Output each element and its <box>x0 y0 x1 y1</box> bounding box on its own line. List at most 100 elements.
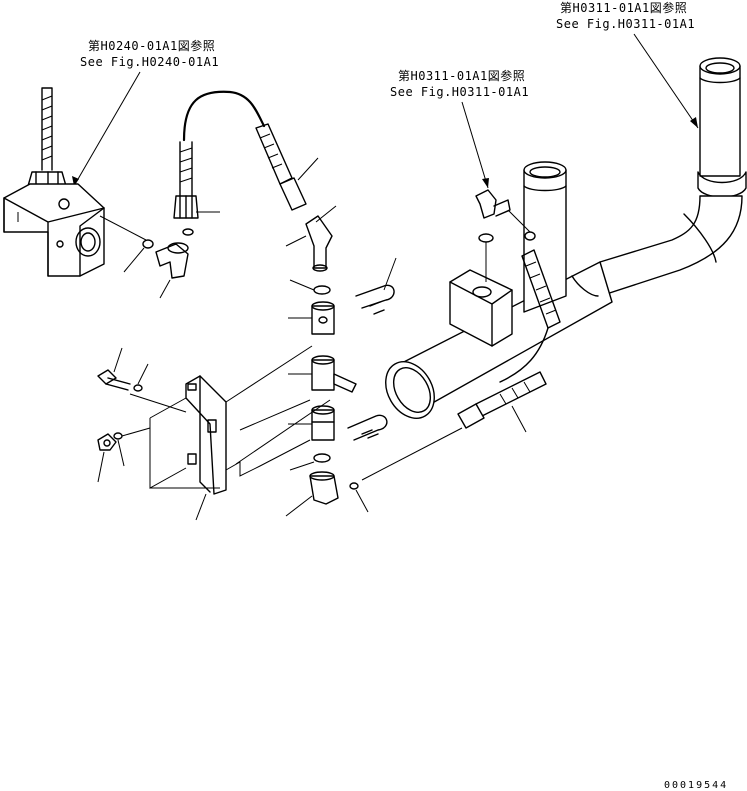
elbow-bottom-leader <box>285 495 313 517</box>
coupling-3 <box>311 409 335 441</box>
drawing-number: 00019544 <box>664 780 728 791</box>
leader-fitting <box>461 101 489 189</box>
hose-nut-left-flats <box>179 195 193 219</box>
nipple-top-leader-2 <box>285 235 307 247</box>
bolt-shank <box>105 377 131 391</box>
reference-en-fitting: See Fig.H0311-01A1 <box>390 85 529 99</box>
u-clamp-upper-leader <box>383 257 397 291</box>
pipe-elbow <box>587 195 743 301</box>
reference-en-pipe: See Fig.H0311-01A1 <box>556 17 695 31</box>
u-clamp-lower-threads <box>361 429 379 439</box>
washer-2-leader <box>117 439 125 467</box>
reference-label-fitting: 第H0311-01A1図参照 See Fig.H0311-01A1 <box>390 68 529 99</box>
pump-port-inner <box>80 232 96 252</box>
nipple-top <box>305 215 333 269</box>
coupling-1 <box>311 305 335 335</box>
coupling-3-top <box>311 405 335 415</box>
upper-small-fitting-arm <box>493 199 511 217</box>
coupling-2 <box>311 359 335 391</box>
oring-4-leader <box>289 461 315 471</box>
pump-face-edge <box>79 207 105 277</box>
coupling-2-top <box>311 355 335 365</box>
nipple-top-leader <box>315 205 337 223</box>
hose-nut-right-leader <box>297 157 319 181</box>
u-clamp-lower <box>347 414 388 441</box>
bracket-fold <box>199 375 211 493</box>
oring-1-leader <box>123 247 145 273</box>
reference-label-pipe: 第H0311-01A1図参照 See Fig.H0311-01A1 <box>556 0 695 31</box>
upper-fitting-guide <box>507 209 531 233</box>
bracket-plate <box>185 375 227 495</box>
pipe-cap-band <box>699 77 741 84</box>
pipe-branch-band <box>523 185 567 192</box>
pipe-hose-nut <box>457 403 485 429</box>
center-guide <box>235 399 331 465</box>
nut-leader <box>97 451 105 483</box>
hose-end-left-hatch <box>179 147 193 183</box>
washer-2 <box>113 432 123 440</box>
reference-jp-pump: 第H0240-01A1図参照 <box>88 38 215 53</box>
oring-5-leader <box>355 489 369 513</box>
oring-3 <box>313 285 331 295</box>
pipe-to-elbow-guide <box>361 427 463 481</box>
bracket-slot-top <box>187 383 197 391</box>
elbow-fitting-left <box>155 242 189 299</box>
hose-end-left <box>179 141 193 197</box>
oring-3-leader <box>289 279 315 291</box>
coupling-1-hole <box>318 316 328 324</box>
pipe-branch-top-inner <box>529 166 561 178</box>
nut <box>97 433 117 451</box>
pump-rod-hatch <box>41 95 53 161</box>
pipe-boss-port <box>472 286 492 298</box>
hose-curve-1 <box>182 90 266 142</box>
u-clamp-upper-threads <box>369 301 385 315</box>
arrowhead-fitting <box>482 178 489 188</box>
pump-oring <box>99 215 154 273</box>
bolt-head <box>97 369 117 385</box>
pipe-hose-upper <box>521 249 561 329</box>
oring-4 <box>313 453 331 463</box>
reference-jp-fitting: 第H0311-01A1図参照 <box>398 68 525 83</box>
pipe-boss <box>449 269 513 347</box>
oring-5 <box>349 482 359 490</box>
pipe-hose-curve <box>499 327 549 383</box>
pipe-hose-upper-hatch <box>525 261 557 315</box>
pump-oring-guide <box>99 215 147 241</box>
elbow-bottom <box>309 475 339 505</box>
elbow-left-top <box>167 242 189 254</box>
center-fitting-stack <box>285 205 369 517</box>
coupling-1-top <box>311 301 335 311</box>
pipe-elbow-seam <box>683 213 717 263</box>
bolt-axis <box>129 393 187 413</box>
reference-label-pump: 第H0240-01A1図参照 See Fig.H0240-01A1 <box>80 38 219 69</box>
pipe-cap-top <box>699 57 741 75</box>
bracket-frame-lines <box>149 397 311 489</box>
nut-axis <box>121 427 151 437</box>
bolt-assembly <box>97 347 187 483</box>
reference-en-pump: See Fig.H0240-01A1 <box>80 55 219 69</box>
pipe-branch <box>523 169 567 313</box>
nut-hole <box>103 439 111 447</box>
pipe-assembly <box>235 57 747 481</box>
washer-1-leader <box>137 363 149 385</box>
hose-end-right-hatch <box>259 133 283 169</box>
u-clamp-upper-body <box>355 284 395 309</box>
pipe-flange-seam <box>571 275 599 297</box>
bracket-slot-mid <box>207 419 217 433</box>
oring-6 <box>478 233 494 243</box>
pipe-hose-lower <box>475 371 547 417</box>
bracket-slot-bottom <box>187 453 197 465</box>
arrowhead-pipe <box>690 117 698 128</box>
mounting-bracket <box>149 345 313 521</box>
pump-block <box>3 87 105 277</box>
pipe-cap-inner <box>705 62 735 74</box>
leader-pipe <box>633 33 699 129</box>
washer-1 <box>133 384 143 392</box>
u-clamp-lower-body <box>347 414 388 441</box>
upper-small-fitting <box>475 189 497 219</box>
hose-end-right <box>255 123 293 185</box>
pipe-open-end-inner <box>392 367 432 413</box>
pump-side-port <box>58 198 70 210</box>
oring-2 <box>182 228 194 236</box>
